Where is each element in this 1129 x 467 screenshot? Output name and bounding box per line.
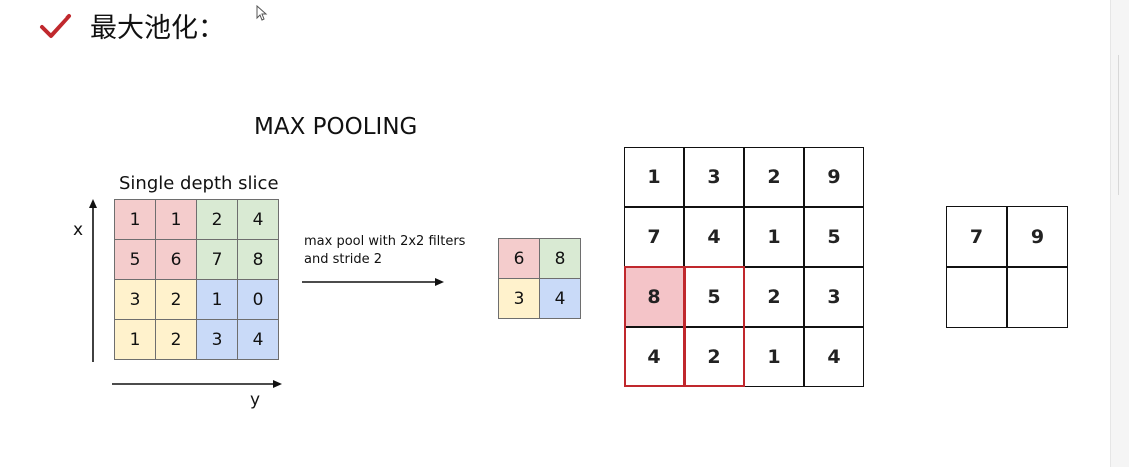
input-cell: 1 [156,200,197,240]
input-cell: 3 [115,280,156,320]
example-cell: 5 [804,207,864,267]
example-cell: 2 [744,147,804,207]
example-cell: 1 [744,327,804,387]
example-cell: 4 [624,327,684,387]
example-cell: 9 [804,147,864,207]
output-cell: 3 [499,279,540,319]
input-cell: 2 [156,280,197,320]
example-cell: 2 [684,327,744,387]
input-cell: 1 [115,320,156,360]
x-axis-label: x [73,220,84,240]
example-cell: 3 [804,267,864,327]
input-cell: 1 [115,200,156,240]
scrollbar-track [1118,55,1119,195]
x-axis-arrow [89,199,97,362]
example-cell: 1 [624,147,684,207]
example-cell: 2 [744,267,804,327]
example-cell: 7 [624,207,684,267]
example-cell: 5 [684,267,744,327]
pool-caption-line2: and stride 2 [304,252,383,267]
y-axis-arrow [112,380,282,388]
check-icon [40,14,71,38]
scrollbar[interactable] [1110,0,1129,467]
input-cell: 5 [115,240,156,280]
mouse-cursor-icon [256,5,268,21]
result-cell: 9 [1007,206,1068,267]
output-cell: 4 [540,279,581,319]
input-cell: 4 [238,320,279,360]
output-cell: 6 [499,239,540,279]
example-cell: 4 [684,207,744,267]
pool-caption-line1: max pool with 2x2 filters [304,234,466,249]
y-axis-label: y [250,390,261,410]
result-cell [946,267,1007,328]
example-cell: 1 [744,207,804,267]
example-cell: 3 [684,147,744,207]
output-cell: 8 [540,239,581,279]
example-cell: 4 [804,327,864,387]
pool-caption: max pool with 2x2 filters and stride 2 [304,233,465,269]
page-heading: 最大池化： [90,13,225,44]
input-cell: 8 [238,240,279,280]
depth-slice-label: Single depth slice [119,173,279,194]
input-cell: 7 [197,240,238,280]
input-cell: 0 [238,280,279,320]
input-cell: 2 [156,320,197,360]
input-cell: 3 [197,320,238,360]
pool-arrow [302,278,444,286]
input-cell: 2 [197,200,238,240]
result-cell: 7 [946,206,1007,267]
diagram-title: MAX POOLING [254,114,418,140]
input-cell: 1 [197,280,238,320]
result-cell [1007,267,1068,328]
input-cell: 6 [156,240,197,280]
input-cell: 4 [238,200,279,240]
example-cell: 8 [624,267,684,327]
